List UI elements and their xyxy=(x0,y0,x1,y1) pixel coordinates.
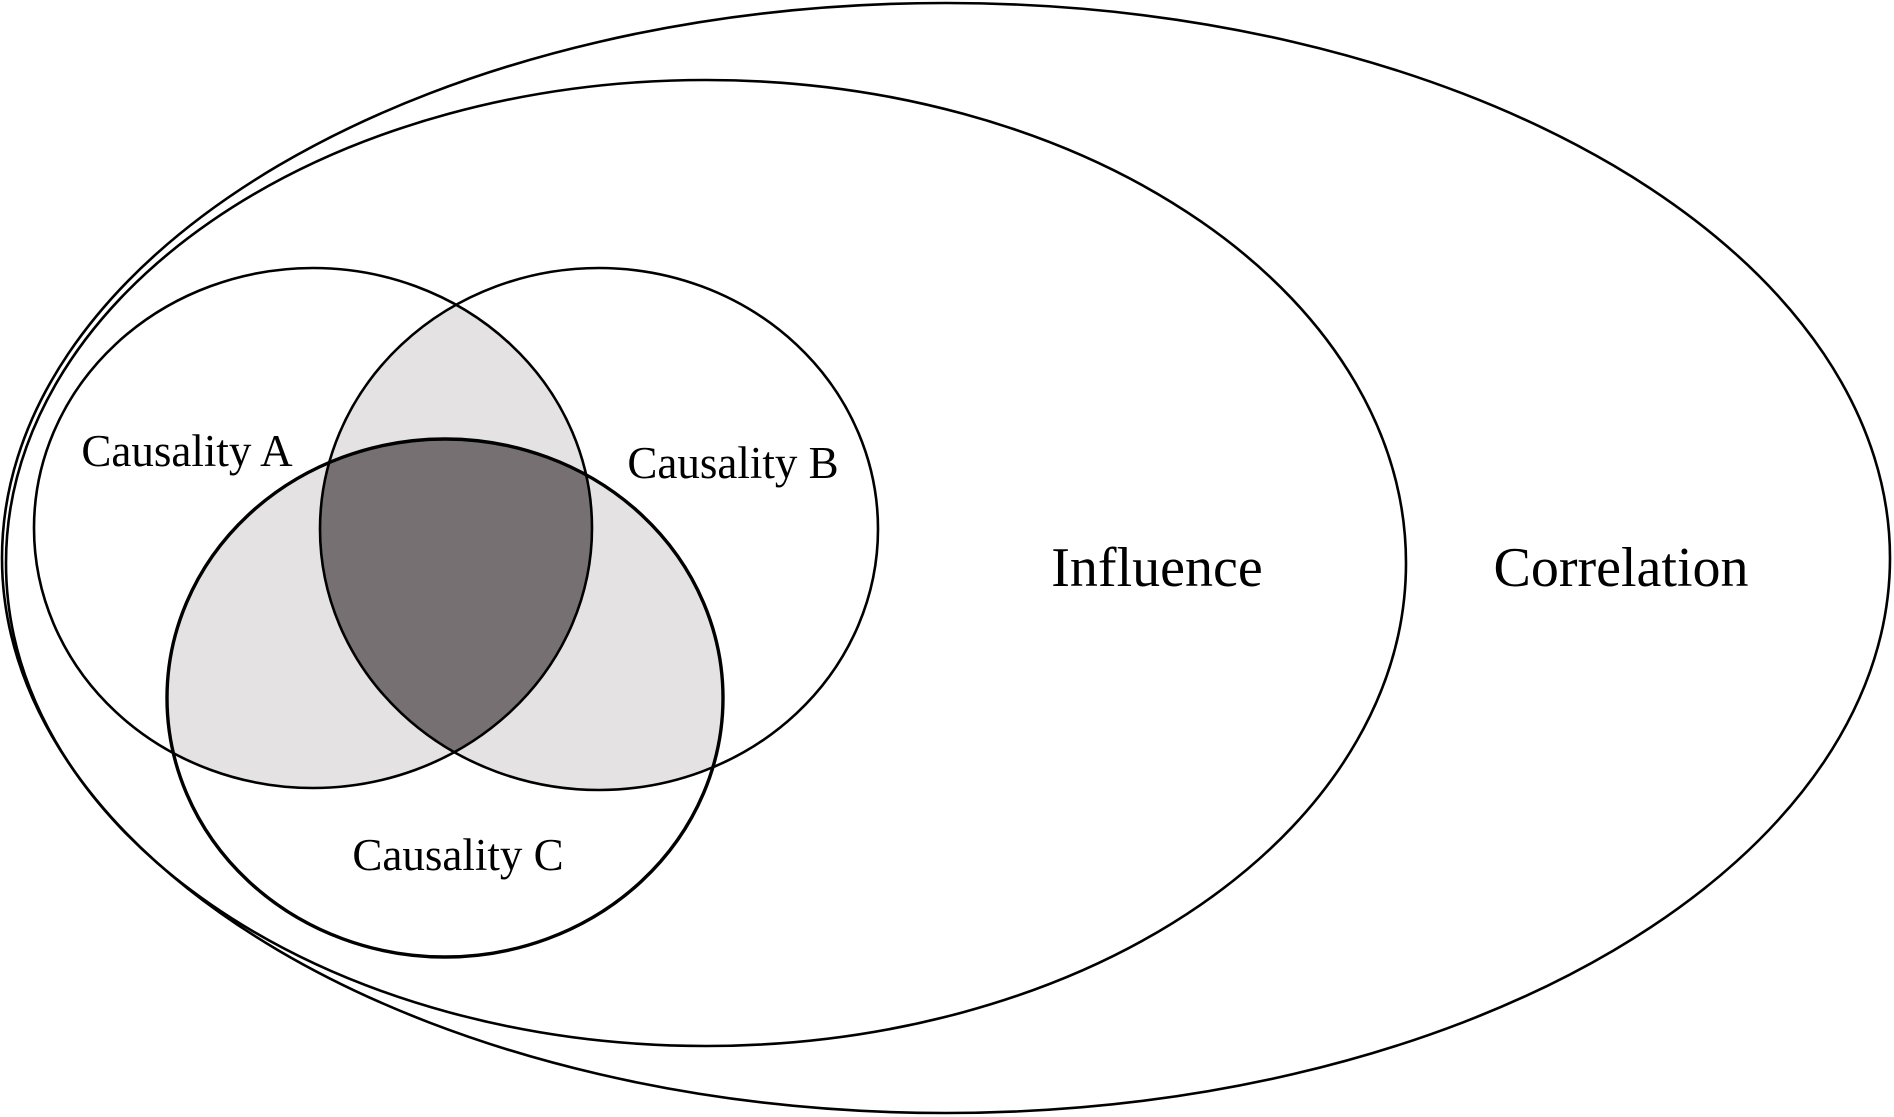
causality-c-circle xyxy=(165,437,725,959)
label-causality-b: Causality B xyxy=(627,438,838,488)
label-correlation: Correlation xyxy=(1493,537,1748,599)
label-causality-c: Causality C xyxy=(352,830,563,880)
influence-ellipse xyxy=(4,78,1408,1048)
causality-b-circle xyxy=(318,266,880,792)
label-causality-a: Causality A xyxy=(81,426,293,476)
overlap-a-b-c xyxy=(320,439,592,788)
label-influence: Influence xyxy=(1051,537,1262,599)
causality-a-circle xyxy=(32,266,594,790)
